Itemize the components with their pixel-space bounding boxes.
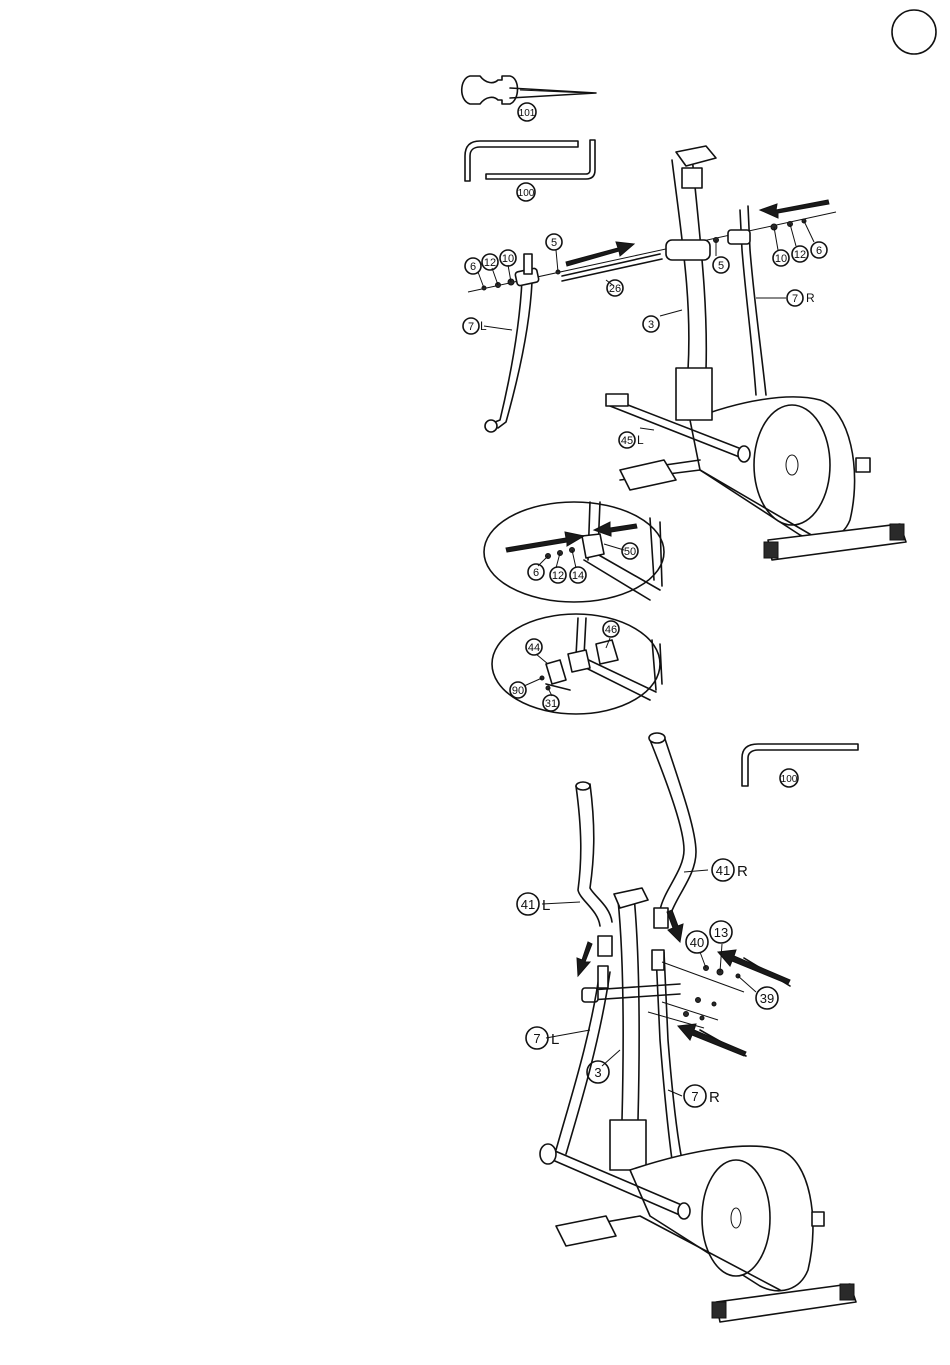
part-41L-number: 41: [521, 897, 535, 912]
part-7R-side: R: [709, 1089, 720, 1106]
detail-a-part-12: 12: [552, 570, 564, 582]
allen-key-label: 100: [518, 188, 535, 199]
part-41L-side: L: [542, 897, 550, 914]
part-7R-number: 7: [792, 293, 798, 305]
part-13-label: 13: [714, 925, 728, 940]
part-45L-number: 45: [621, 435, 633, 447]
part-7R-side: R: [806, 291, 815, 305]
lower-machine-frame: [540, 733, 856, 1322]
insert-arrow: [577, 942, 592, 976]
part-7L-number: 7: [468, 321, 474, 333]
part-26-label: 26: [609, 283, 621, 295]
allen-key-icon: [465, 140, 595, 181]
part-41R-number: 41: [716, 863, 730, 878]
detail-b-part-31: 31: [545, 698, 557, 710]
allen-key-icon: [742, 744, 858, 786]
lower-tool-label: 100: [781, 774, 798, 785]
detail-b-part-46: 46: [605, 624, 617, 636]
part-41R-side: R: [737, 863, 748, 880]
part-5-right-label: 5: [718, 260, 724, 272]
insert-arrow: [667, 910, 683, 942]
detail-b-part-44: 44: [528, 642, 540, 654]
part-10-left-label: 10: [502, 253, 514, 265]
part-3-label: 3: [648, 319, 654, 331]
part-7R-number: 7: [691, 1089, 698, 1104]
part-6-right-label: 6: [816, 245, 822, 257]
part-7L-side: L: [480, 319, 487, 333]
part-39-label: 39: [760, 991, 774, 1006]
detail-a-part-50: 50: [624, 546, 636, 558]
part-3-label: 3: [594, 1065, 601, 1080]
detail-a-part-14: 14: [572, 570, 584, 582]
part-12-right-label: 12: [794, 249, 806, 261]
insert-arrow: [718, 950, 790, 984]
detail-view-pedal-bracket: 44 46 90 31: [492, 614, 662, 714]
wrench-label: 101: [519, 108, 536, 119]
part-12-left-label: 12: [484, 257, 496, 269]
part-6-left-label: 6: [470, 261, 476, 273]
wrench-tool-icon: [462, 76, 596, 104]
part-7L-side: L: [551, 1031, 559, 1048]
upper-machine-frame: [468, 146, 906, 560]
insert-arrow: [678, 1024, 746, 1056]
part-45L-side: L: [637, 433, 644, 447]
part-5-left-label: 5: [551, 237, 557, 249]
detail-view-pivot: 6 12 14 50: [484, 502, 664, 602]
part-7L-number: 7: [533, 1031, 540, 1046]
detail-b-part-90: 90: [512, 685, 524, 697]
part-10-right-label: 10: [775, 253, 787, 265]
leader-lines: [542, 870, 756, 1096]
part-labels-lower: 41 R 41 L 40 13 39 7 L 3 7 R: [517, 859, 778, 1107]
step-number-circle: [892, 10, 936, 54]
detail-a-part-6: 6: [533, 567, 539, 579]
part-40-label: 40: [690, 935, 704, 950]
